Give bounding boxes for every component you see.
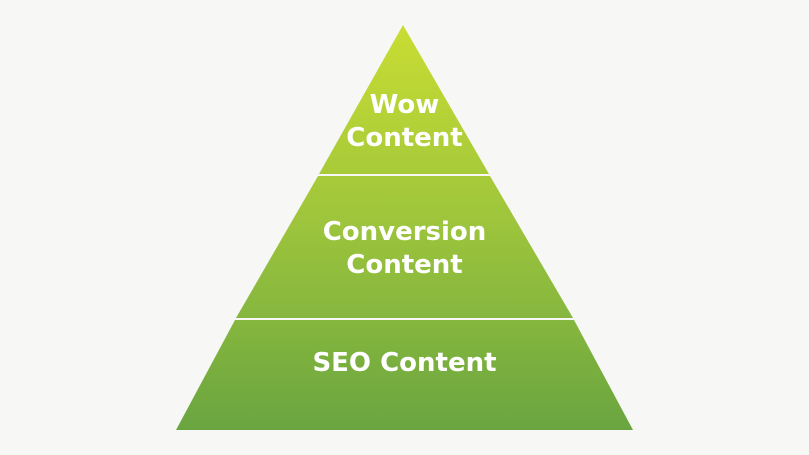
pyramid-tier-middle — [236, 176, 573, 318]
pyramid-tier-bottom — [176, 320, 633, 430]
pyramid-tier-top — [319, 25, 489, 174]
